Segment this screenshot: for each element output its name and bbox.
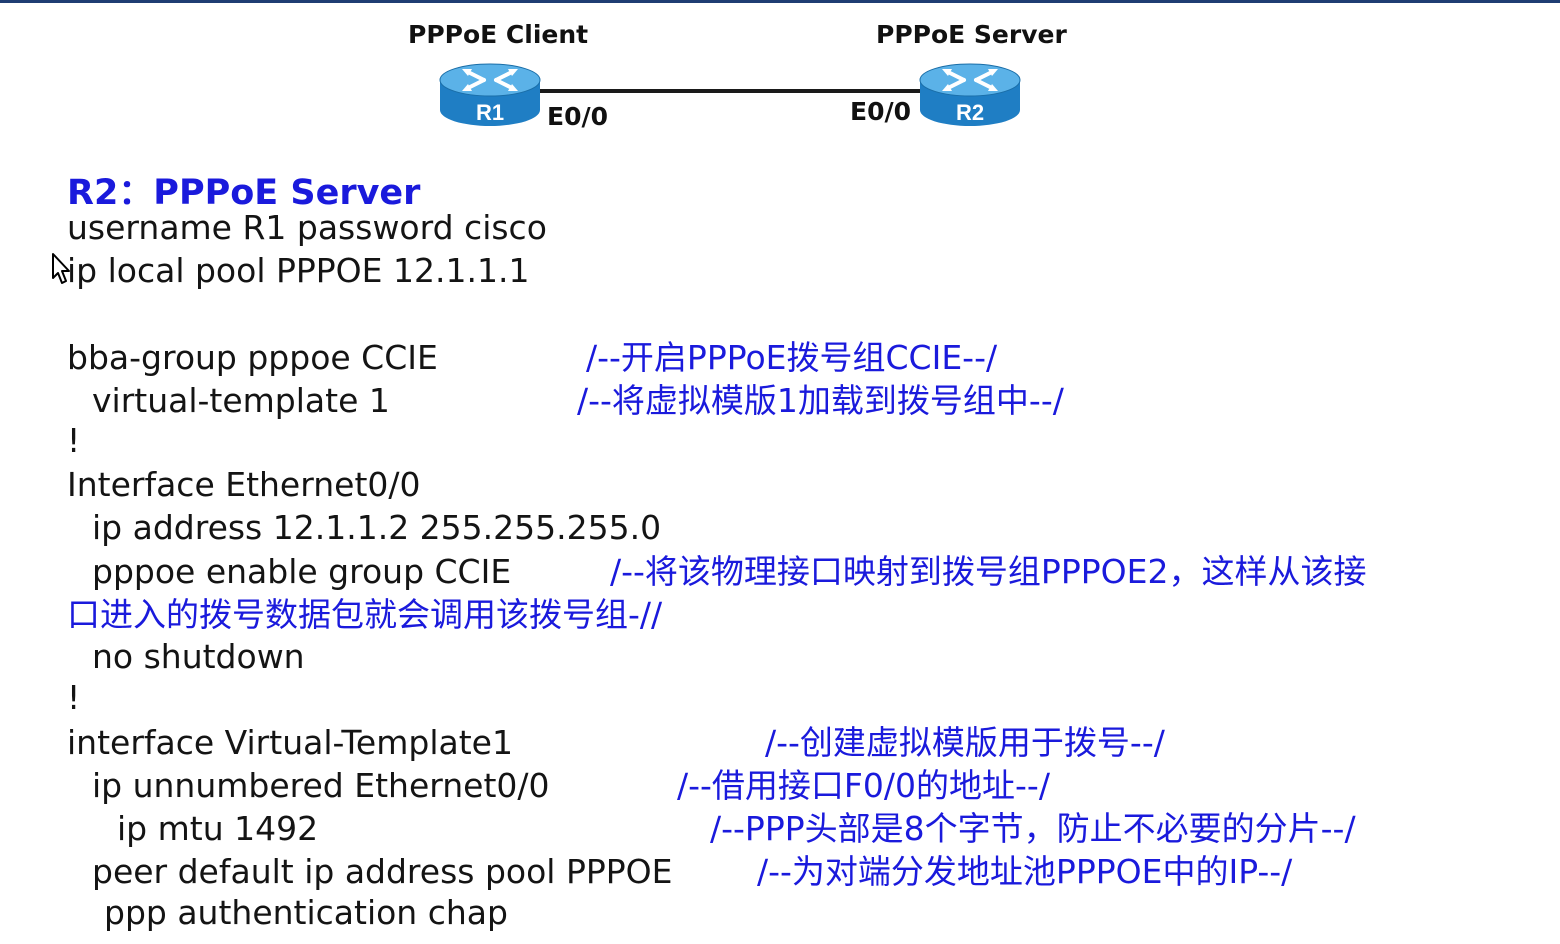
config-line: ppp authentication chap (104, 893, 508, 932)
r1-interface-label: E0/0 (547, 102, 608, 131)
config-comment: /--将该物理接口映射到拨号组PPPOE2，这样从该接 (610, 552, 1367, 591)
top-border (0, 0, 1560, 3)
config-comment: /--将虚拟模版1加载到拨号组中--/ (577, 381, 1064, 420)
config-title: R2：PPPoE Server (67, 173, 421, 213)
ethernet-link (538, 89, 922, 93)
router-icon: R2 (919, 63, 1021, 126)
r1-name: R1 (476, 100, 504, 125)
config-line: username R1 password cisco (67, 208, 547, 247)
config-comment: /--开启PPPoE拨号组CCIE--/ (586, 338, 998, 377)
config-line: ! (67, 678, 81, 717)
config-line: bba-group pppoe CCIE (67, 338, 438, 377)
server-label: PPPoE Server (876, 20, 1067, 49)
config-line: ip mtu 1492 (117, 809, 319, 848)
config-line: peer default ip address pool PPPOE (92, 852, 673, 891)
config-line: ip address 12.1.1.2 255.255.255.0 (92, 508, 662, 547)
router-icon: R1 (439, 63, 541, 126)
config-comment: /--PPP头部是8个字节，防止不必要的分片--/ (710, 809, 1356, 848)
config-line: interface Virtual-Template1 (67, 723, 513, 762)
r2-name: R2 (956, 100, 984, 125)
config-comment: 口进入的拨号数据包就会调用该拨号组-// (67, 595, 663, 634)
client-label: PPPoE Client (408, 20, 589, 49)
router-r2: R2 (918, 60, 1022, 130)
config-line: ip unnumbered Ethernet0/0 (92, 766, 550, 805)
config-line: Interface Ethernet0/0 (67, 465, 421, 504)
config-line: ! (67, 421, 81, 460)
config-comment: /--为对端分发地址池PPPOE中的IP--/ (757, 852, 1293, 891)
mouse-cursor-icon (52, 253, 70, 284)
config-line: virtual-template 1 (92, 381, 390, 420)
config-comment: /--借用接口F0/0的地址--/ (677, 766, 1050, 805)
r2-interface-label: E0/0 (850, 97, 911, 126)
router-r1: R1 (438, 60, 542, 130)
config-line: no shutdown (92, 637, 305, 676)
config-line: pppoe enable group CCIE (92, 552, 512, 591)
config-line: ip local pool PPPOE 12.1.1.1 (67, 251, 530, 290)
config-comment: /--创建虚拟模版用于拨号--/ (765, 723, 1165, 762)
